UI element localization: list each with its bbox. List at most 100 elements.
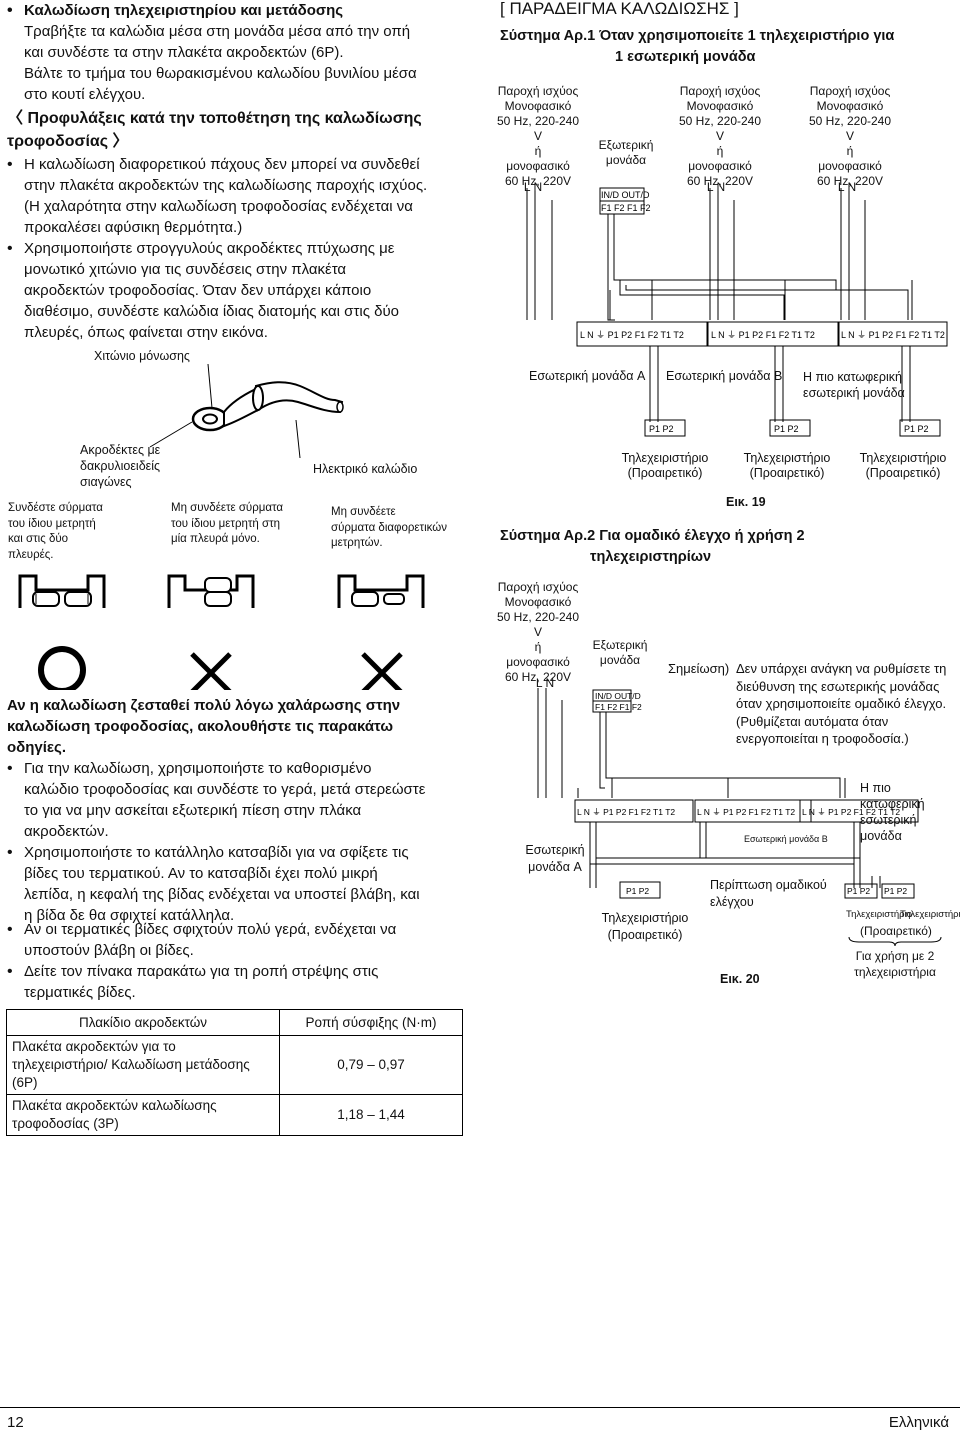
label-line: μονάδα A bbox=[528, 860, 582, 874]
label-line: μονάδα bbox=[860, 829, 902, 843]
ln-label: L N bbox=[523, 180, 543, 194]
label-line: Περίπτωση ομαδικού bbox=[710, 878, 827, 892]
label-line: Εσωτερική bbox=[525, 843, 585, 857]
label-line: δακρυλιοειδείς bbox=[80, 459, 161, 473]
outdoor-terminal-bottom: F1 F2 F1 F2 bbox=[595, 702, 642, 712]
remote-small-optional: (Προαιρετικό) bbox=[860, 924, 932, 938]
label-line: Τηλεχειριστήριο bbox=[859, 451, 947, 465]
outdoor-terminal-top: IN/D OUT/D bbox=[595, 691, 641, 701]
text-line: Δείτε τον πίνακα παρακάτω για τη ροπή στ… bbox=[24, 963, 379, 980]
indoor-unit-b-label: Εσωτερική μονάδα B bbox=[666, 369, 783, 383]
label-line: ή bbox=[534, 640, 542, 654]
torque-table: Πλακίδιο ακροδεκτών Ροπή σύσφιξης (N·m) … bbox=[6, 1009, 463, 1136]
label-line: Μη συνδέετε σύρματα bbox=[171, 502, 284, 514]
remote-label-3: Τηλεχειριστήριο(Προαιρετικό) bbox=[848, 451, 958, 481]
heading-line: καλωδίωση τροφοδοσίας, ακολουθήστε τις π… bbox=[7, 718, 393, 735]
label-line: του ίδιου μετρητή bbox=[8, 517, 96, 530]
title-line: Σύστημα Αρ.1 Όταν χρησιμοποιείτε 1 τηλεχ… bbox=[500, 28, 895, 44]
text-line: Αν οι τερματικές βίδες σφιχτούν πολύ γερ… bbox=[24, 921, 397, 938]
text-line: ακροδεκτών τροφοδοσίας. Όταν δεν υπάρχει… bbox=[24, 282, 372, 299]
wiring-example-heading: [ ΠΑΡΑΔΕΙΓΜΑ ΚΑΛΩΔΙΩΣΗΣ ] bbox=[500, 0, 739, 18]
label-line: Παροχή ισχύος bbox=[497, 580, 579, 594]
label-line: Μονοφασικό bbox=[816, 99, 884, 113]
indoor-unit-b-label-sys2: Εσωτερική μονάδα B bbox=[744, 834, 828, 844]
label-line: 60 Hz, 220V bbox=[686, 174, 754, 188]
indoor-terminals: L N ⏚ P1 P2 F1 F2 T1 T2 bbox=[697, 807, 795, 817]
text-line: βίδες του τερματικού. Αν το κατσαβίδι έχ… bbox=[24, 865, 378, 882]
label-line: Ακροδέκτες με bbox=[80, 443, 161, 457]
system1-title: Σύστημα Αρ.1 Όταν χρησιμοποιείτε 1 τηλεχ… bbox=[500, 26, 960, 68]
label-line: Συνδέστε σύρματα bbox=[8, 502, 103, 514]
remote-label-1: Τηλεχειριστήριο(Προαιρετικό) bbox=[610, 451, 720, 481]
label-line: εσωτερική μονάδα bbox=[803, 386, 905, 400]
page-number: 12 bbox=[7, 1414, 24, 1431]
label-line: μονάδα bbox=[605, 153, 647, 167]
label-line: σιαγώνες bbox=[80, 475, 132, 489]
text-line: υποστούν βλάβη οι βίδες. bbox=[24, 942, 194, 959]
indoor-terminals: L N ⏚ P1 P2 F1 F2 T1 T2 bbox=[577, 807, 675, 817]
label-line: μονοφασικό bbox=[506, 159, 570, 173]
label-line: 50 Hz, 220-240 V bbox=[496, 610, 580, 639]
remote-terminals: P1 P2 bbox=[626, 886, 649, 896]
label-line: Η πιο κατωφερική bbox=[803, 370, 902, 384]
system1-diagram: IN/D OUT/D F1 F2 F1 F2 L N ⏚ P1 P2 F1 F2… bbox=[526, 187, 948, 437]
title-line: τροφοδοσίας 〉 bbox=[7, 133, 129, 150]
label-line: Παροχή ισχύος bbox=[809, 84, 891, 98]
bullet-crimp: Χρησιμοποιήστε στρογγυλούς ακροδέκτες πτ… bbox=[7, 238, 399, 343]
ln-label: L N bbox=[837, 180, 857, 194]
label-line: Τηλεχειριστήριο bbox=[621, 451, 709, 465]
case1-label: Συνδέστε σύρματα του ίδιου μετρητή και σ… bbox=[8, 501, 103, 563]
table-cell: Πλακέτα ακροδεκτών για το τηλεχειριστήρι… bbox=[6, 1035, 280, 1095]
ring-terminal-drawing bbox=[191, 381, 344, 432]
label-line: μετρητών. bbox=[331, 537, 383, 549]
label-line: του ίδιου μετρητή στη bbox=[171, 517, 281, 530]
label-line: εσωτερική bbox=[860, 813, 917, 827]
wrong-mark-icon bbox=[361, 652, 403, 690]
text-line: πλευρές, όπως φαίνεται στην εικόνα. bbox=[24, 324, 268, 341]
brace-icon bbox=[848, 936, 942, 947]
remote-small-label-2: Τηλεχειριστήριο bbox=[900, 909, 960, 920]
cell-line: τροφοδοσίας (3P) bbox=[12, 1116, 119, 1131]
label-line: μονάδα bbox=[599, 653, 641, 667]
text-line: και συνδέστε τα στην πλακέτα ακροδεκτών … bbox=[24, 44, 344, 61]
ln-label: L N bbox=[535, 676, 555, 690]
bullet-thickness: Η καλωδίωση διαφορετικού πάχους δεν μπορ… bbox=[7, 154, 428, 238]
case2-label: Μη συνδέετε σύρματα του ίδιου μετρητή στ… bbox=[171, 501, 283, 548]
footer-rule bbox=[0, 1407, 960, 1408]
text-line: Τραβήξτε τα καλώδια μέσα στη μονάδα μέσα… bbox=[24, 23, 411, 40]
crimp-terminal-figure bbox=[18, 363, 425, 690]
text-line: ακροδεκτών. bbox=[24, 823, 109, 840]
text-line: μονωτικό χιτώνιο για τις συνδέσεις στην … bbox=[24, 261, 347, 278]
label-line: 60 Hz, 220V bbox=[504, 670, 572, 684]
case-one-side-only bbox=[167, 574, 255, 690]
label-line: μία πλευρά μόνο. bbox=[171, 533, 260, 545]
system2-diagram: IN/D OUT/D F1 F2 F1 F2 L N ⏚ P1 P2 F1 F2… bbox=[537, 688, 919, 899]
figure-19-caption: Εικ. 19 bbox=[726, 495, 766, 509]
precautions-title: 〈 Προφυλάξεις κατά την τοποθέτηση της κα… bbox=[7, 107, 422, 153]
remote-terminals: P1 P2 bbox=[847, 886, 870, 896]
title-line: τηλεχειριστηρίων bbox=[590, 549, 712, 565]
text-line: Η καλωδίωση διαφορετικού πάχους δεν μπορ… bbox=[24, 156, 420, 173]
electric-wire-label: Ηλεκτρικό καλώδιο bbox=[313, 462, 418, 476]
table-header-row: Πλακίδιο ακροδεκτών Ροπή σύσφιξης (N·m) bbox=[6, 1009, 463, 1036]
cell-line: Πλακέτα ακροδεκτών για το bbox=[12, 1039, 176, 1054]
system2-title: Σύστημα Αρ.2 Για ομαδικό έλεγχο ή χρήση … bbox=[500, 526, 805, 568]
label-line: ή bbox=[534, 144, 542, 158]
table-row: Πλακέτα ακροδεκτών για το τηλεχειριστήρι… bbox=[6, 1035, 463, 1095]
table-header: Ροπή σύσφιξης (N·m) bbox=[279, 1009, 463, 1036]
text-line: στο κουτί ελέγχου. bbox=[24, 86, 146, 103]
label-line: ελέγχου bbox=[710, 895, 754, 909]
text-line: στην πλακέτα ακροδεκτών της καλωδίωσης π… bbox=[24, 177, 428, 194]
title-line: Σύστημα Αρ.2 Για ομαδικό έλεγχο ή χρήση … bbox=[500, 528, 805, 544]
table-header: Πλακίδιο ακροδεκτών bbox=[6, 1009, 280, 1036]
cell-line: (6P) bbox=[12, 1075, 38, 1090]
table-row: Πλακέτα ακροδεκτών καλωδίωσης τροφοδοσία… bbox=[6, 1094, 463, 1136]
bullet-torque-table: Δείτε τον πίνακα παρακάτω για τη ροπή στ… bbox=[7, 961, 379, 1003]
case3-label: Μη συνδέετε σύρματα διαφορετικών μετρητώ… bbox=[331, 505, 447, 552]
